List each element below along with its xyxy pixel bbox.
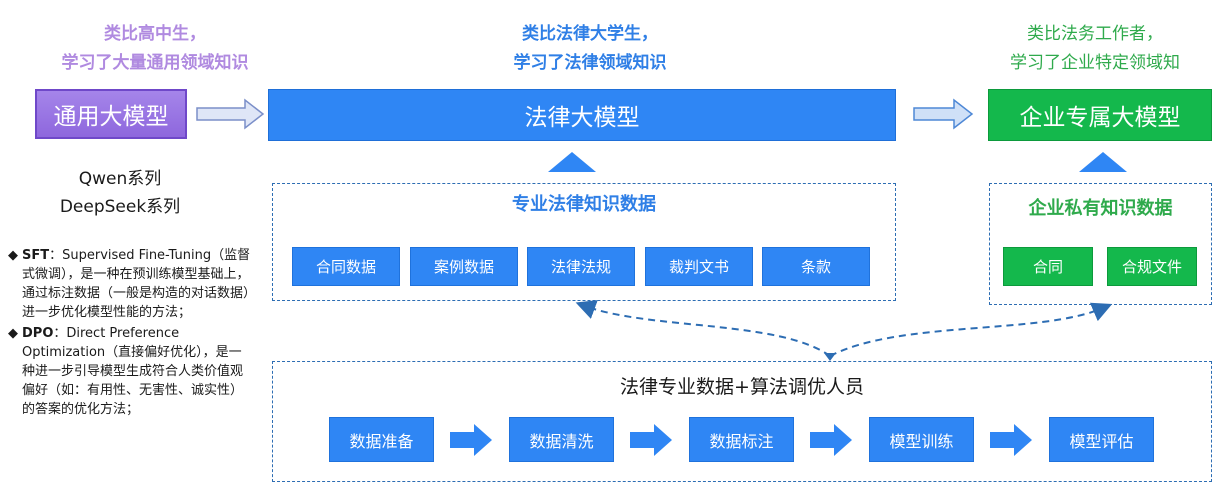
pipeline-step-label: 模型评估	[1069, 431, 1134, 451]
private-data-item-label: 合规文件	[1121, 258, 1182, 276]
pipeline-step-label-data: 数据标注	[689, 417, 794, 462]
general-model-label: 通用大模型	[53, 104, 169, 130]
legal-data-item-label: 裁判文书	[668, 258, 729, 276]
pipeline-step-label: 数据准备	[349, 431, 414, 451]
caption-legal-line1: 类比法律大学生，	[522, 24, 658, 44]
legal-data-item-law: 法律法规	[527, 247, 635, 286]
legal-data-item-case: 案例数据	[410, 247, 518, 286]
legal-data-title: 专业法律知识数据	[512, 194, 656, 215]
pipeline-step-train: 模型训练	[869, 417, 974, 462]
legal-data-item-clause: 条款	[762, 247, 870, 286]
example-qwen: Qwen系列	[78, 169, 162, 189]
caption-legal: 类比法律大学生， 学习了法律领域知识	[450, 20, 730, 78]
pipeline-step-label: 数据标注	[709, 431, 774, 451]
notes: ◆ SFT：Supervised Fine-Tuning（监督式微调），是一种在…	[8, 246, 252, 419]
pipeline-panel: 法律专业数据+算法调优人员	[272, 361, 1212, 482]
general-model-box: 通用大模型	[35, 89, 187, 139]
arrow-right-icon	[630, 424, 672, 456]
diamond-bullet-icon: ◆	[8, 248, 18, 263]
private-data-item-compliance: 合规文件	[1107, 247, 1197, 286]
legal-data-item-label: 法律法规	[550, 258, 611, 276]
legal-model-label: 法律大模型	[524, 105, 640, 131]
caption-general-line1: 类比高中生，	[104, 24, 206, 44]
legal-model-box: 法律大模型	[268, 89, 896, 141]
diamond-bullet-icon: ◆	[8, 326, 18, 341]
note-sft-text: ：Supervised Fine-Tuning（监督式微调），是一种在预训练模型…	[22, 248, 251, 320]
private-data-item-contract: 合同	[1003, 247, 1093, 286]
dashed-connector-left	[575, 300, 831, 357]
caption-general-line2: 学习了大量通用领域知识	[61, 53, 249, 73]
private-data-item-label: 合同	[1032, 258, 1063, 276]
legal-data-item-label: 案例数据	[433, 258, 494, 276]
down-arrow-icon	[824, 353, 836, 361]
note-sft: ◆ SFT：Supervised Fine-Tuning（监督式微调），是一种在…	[8, 246, 252, 322]
arrow-right-icon	[990, 424, 1032, 456]
pipeline-title: 法律专业数据+算法调优人员	[620, 376, 864, 398]
general-examples: Qwen系列 DeepSeek系列	[40, 165, 200, 221]
up-triangle-icon	[1079, 152, 1127, 172]
arrow-right-icon	[913, 98, 974, 130]
arrow-right-icon	[810, 424, 852, 456]
caption-legal-line2: 学习了法律领域知识	[513, 53, 667, 73]
dashed-connector-right	[829, 302, 1113, 357]
caption-enterprise: 类比法务工作者， 学习了企业特定领域知	[975, 20, 1215, 78]
pipeline-step-prepare: 数据准备	[329, 417, 434, 462]
note-dpo-term: DPO	[22, 326, 54, 341]
arrow-right-icon	[450, 424, 492, 456]
caption-enterprise-line1: 类比法务工作者，	[1027, 24, 1163, 44]
legal-data-item-label: 合同数据	[315, 258, 376, 276]
example-deepseek: DeepSeek系列	[59, 197, 181, 217]
caption-enterprise-line2: 学习了企业特定领域知	[1010, 53, 1180, 73]
enterprise-model-box: 企业专属大模型	[988, 89, 1212, 141]
legal-data-item-contract: 合同数据	[292, 247, 400, 286]
pipeline-step-label: 数据清洗	[529, 431, 594, 451]
enterprise-model-label: 企业专属大模型	[1019, 105, 1181, 131]
note-dpo: ◆ DPO：Direct Preference Optimization（直接偏…	[8, 324, 252, 419]
up-triangle-icon	[548, 152, 596, 172]
pipeline-step-clean: 数据清洗	[509, 417, 614, 462]
note-dpo-text: ：Direct Preference Optimization（直接偏好优化），…	[22, 326, 244, 417]
private-data-title: 企业私有知识数据	[1028, 198, 1173, 219]
legal-data-item-judgment: 裁判文书	[645, 247, 753, 286]
note-sft-term: SFT	[22, 248, 50, 263]
caption-general: 类比高中生， 学习了大量通用领域知识	[40, 20, 270, 78]
pipeline-step-evaluate: 模型评估	[1049, 417, 1154, 462]
arrow-right-icon	[196, 98, 265, 130]
legal-data-item-label: 条款	[800, 258, 831, 276]
pipeline-step-label: 模型训练	[889, 431, 954, 451]
